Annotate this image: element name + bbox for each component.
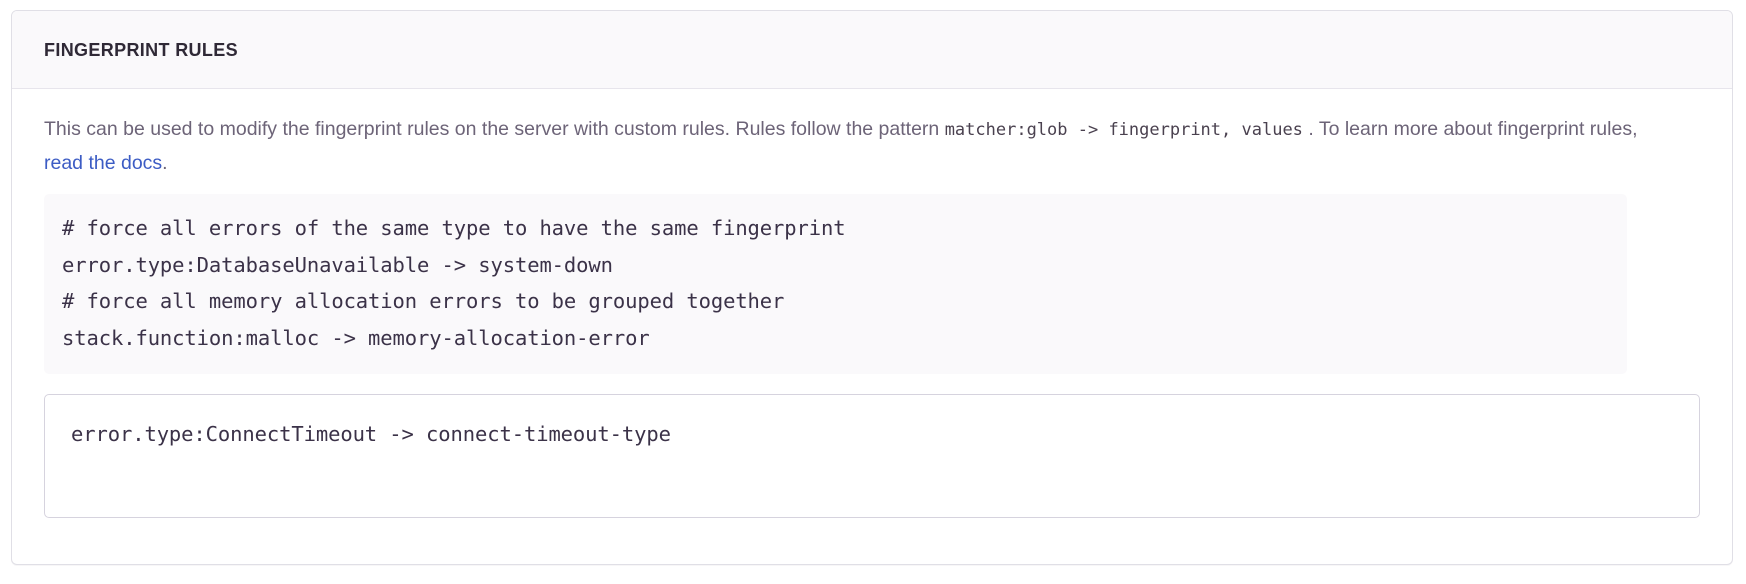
read-the-docs-link[interactable]: read the docs	[44, 152, 163, 174]
code-line: stack.function:malloc -> memory-allocati…	[62, 325, 650, 350]
panel-body: This can be used to modify the fingerpri…	[12, 89, 1732, 518]
panel-description: This can be used to modify the fingerpri…	[44, 113, 1644, 180]
code-line: # force all memory allocation errors to …	[62, 289, 785, 313]
example-code-block: # force all errors of the same type to h…	[44, 194, 1627, 374]
description-text-part1: This can be used to modify the fingerpri…	[44, 118, 945, 140]
code-line: error.type:DatabaseUnavailable -> system…	[62, 252, 613, 277]
page-title: FINGERPRINT RULES	[44, 39, 238, 60]
fingerprint-rules-input[interactable]	[44, 394, 1700, 518]
description-text-part2: . To learn more about fingerprint rules,	[1302, 118, 1638, 140]
description-text-part3: .	[162, 152, 168, 174]
inline-code-pattern: matcher:glob -> fingerprint, values	[944, 120, 1303, 140]
fingerprint-rules-panel: FINGERPRINT RULES This can be used to mo…	[11, 10, 1733, 565]
code-line: # force all errors of the same type to h…	[62, 216, 846, 240]
panel-header: FINGERPRINT RULES	[12, 11, 1732, 89]
